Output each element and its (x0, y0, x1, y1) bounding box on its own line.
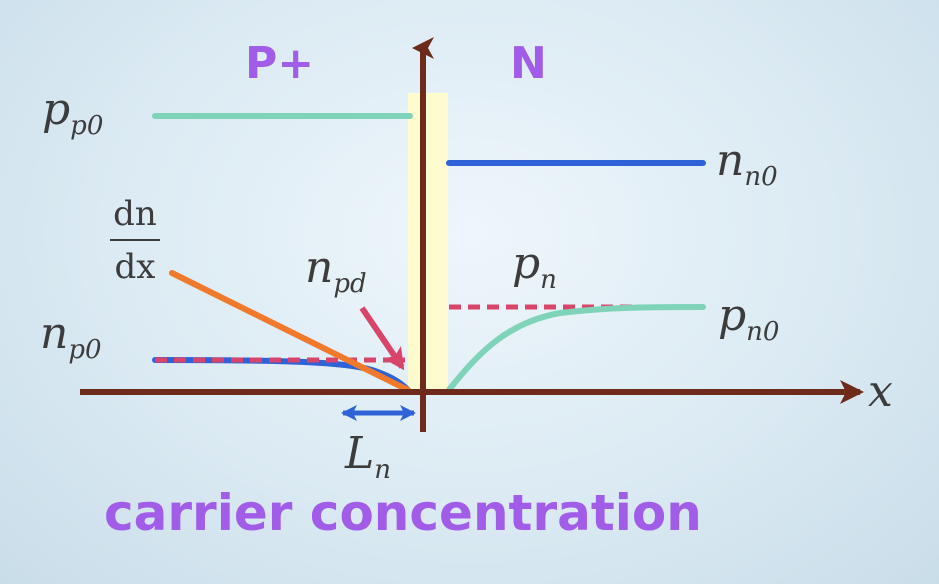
npd-pointer-arrow (359, 306, 405, 371)
nn0-label: nn0 (716, 135, 778, 192)
np0-label: np0 (40, 308, 102, 365)
n-region-label: N (510, 38, 547, 89)
p-plus-region-label: P+ (245, 38, 314, 89)
diagram-caption: carrier concentration (104, 484, 702, 542)
dndx-denominator: dx (115, 247, 156, 287)
dndx-tangent-line (169, 270, 411, 393)
pn0-label: pn0 (718, 290, 779, 347)
dndx-numerator: dn (113, 194, 157, 234)
np-decay-curve (152, 357, 411, 393)
depletion-region (408, 93, 448, 393)
ln-label: Ln (344, 428, 391, 485)
dndx-fraction-label: dn dx (110, 194, 160, 287)
pn-rise-curve (446, 304, 706, 393)
pn-label: pn (512, 238, 557, 295)
npd-label: npd (305, 242, 367, 299)
x-axis-label: x (868, 366, 893, 417)
pp0-label: pp0 (42, 84, 103, 141)
